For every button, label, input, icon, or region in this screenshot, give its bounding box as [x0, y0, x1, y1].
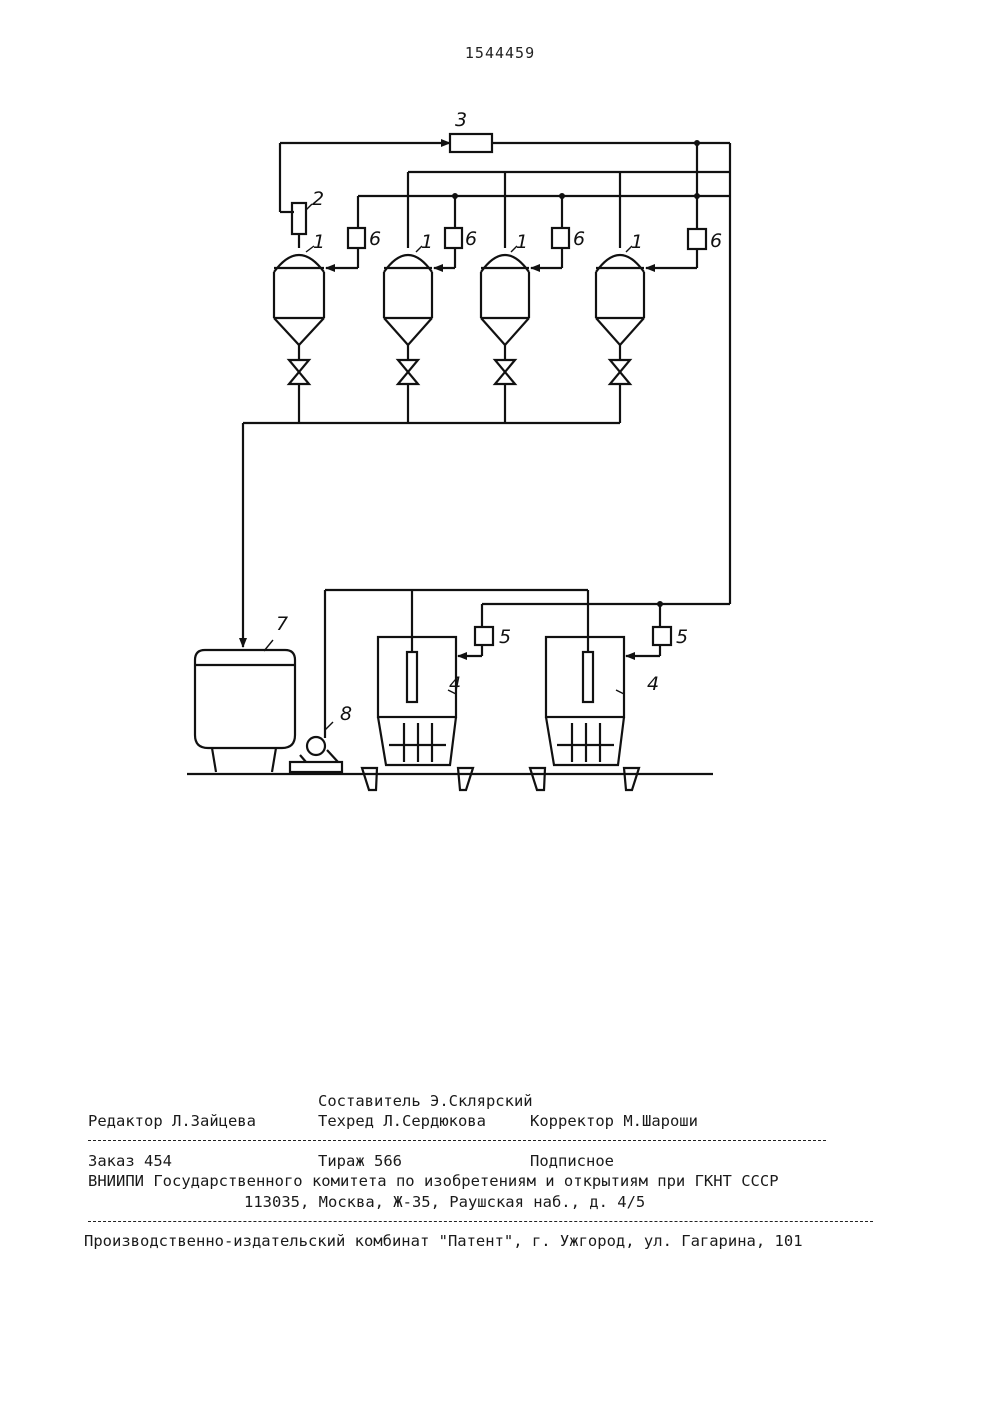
- collector-line: [243, 423, 620, 647]
- press-supply-line: [325, 590, 730, 652]
- label-6d: 6: [710, 230, 722, 252]
- junction-dots: [452, 140, 700, 607]
- label-6c: 6: [573, 228, 585, 250]
- tank-7: [195, 650, 295, 772]
- label-1b: 1: [421, 231, 433, 253]
- techred-line: Техред Л.Сердюкова: [318, 1112, 486, 1130]
- label-1a: 1: [313, 231, 325, 253]
- vessel-1b: [384, 172, 462, 423]
- order-line: Заказ 454: [88, 1152, 172, 1170]
- label-5a: 5: [499, 626, 511, 648]
- label-1c: 1: [516, 231, 528, 253]
- subscription-line: Подписное: [530, 1152, 614, 1170]
- institute-line: ВНИИПИ Государственного комитета по изоб…: [88, 1172, 779, 1190]
- vessel-1c: [481, 172, 569, 423]
- label-8: 8: [340, 703, 352, 725]
- printer-line: Производственно-издательский комбинат "П…: [84, 1232, 803, 1250]
- press-4b: [530, 627, 671, 790]
- controller-3-block: [450, 134, 492, 152]
- divider-bottom: [88, 1221, 873, 1222]
- compiler-line: Составитель Э.Склярский: [318, 1092, 533, 1110]
- label-6b: 6: [465, 228, 477, 250]
- label-2: 2: [312, 188, 324, 210]
- corrector-line: Корректор М.Шароши: [530, 1112, 698, 1130]
- label-3: 3: [455, 109, 467, 131]
- label-6a: 6: [369, 228, 381, 250]
- vessel-1d: [596, 172, 706, 423]
- address-line: 113035, Москва, Ж-35, Раушская наб., д. …: [244, 1193, 645, 1211]
- divider-top: [88, 1140, 826, 1141]
- label-4b: 4: [647, 673, 659, 695]
- label-4a: 4: [449, 673, 461, 695]
- label-1d: 1: [631, 231, 643, 253]
- circulation-line: Тираж 566: [318, 1152, 402, 1170]
- sensor-2: [292, 203, 306, 234]
- press-4a: [362, 627, 493, 790]
- label-7: 7: [276, 613, 288, 635]
- label-5b: 5: [676, 626, 688, 648]
- pump-8: [290, 590, 342, 772]
- editor-line: Редактор Л.Зайцева: [88, 1112, 256, 1130]
